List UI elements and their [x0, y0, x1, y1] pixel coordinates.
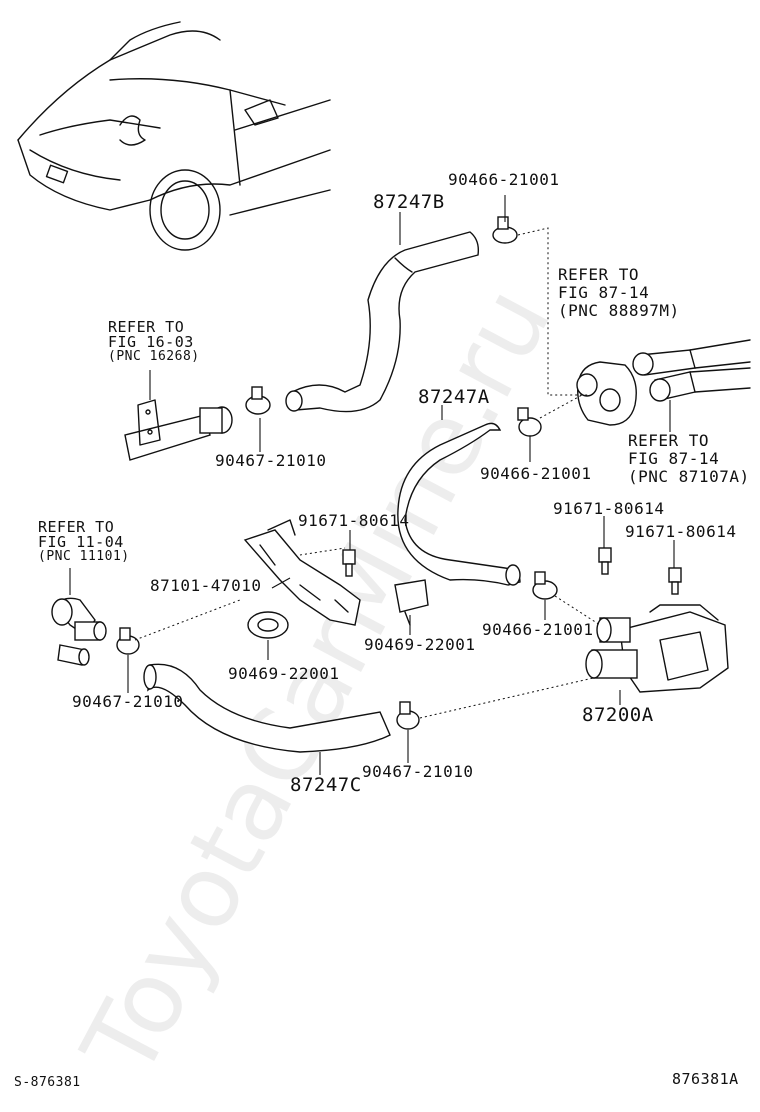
label-87101-47010: 87101-47010	[150, 576, 262, 595]
bolt-91671-right-b	[668, 567, 682, 595]
refer-line-2: FIG 87-14	[628, 449, 720, 468]
label-90466-21001-mid: 90466-21001	[480, 464, 592, 483]
leader-lines	[69, 195, 675, 775]
refer-fig-11-04: REFER TO FIG 11-04 (PNC 11101)	[38, 518, 130, 564]
label-90466-21001-top: 90466-21001	[448, 170, 560, 189]
label-90467-21010-bottom: 90467-21010	[362, 762, 474, 781]
hose-87247A	[397, 422, 521, 586]
footer-left-code: S-876381	[14, 1075, 81, 1090]
clamp-90466-mid	[517, 407, 542, 437]
footer-right-code: 876381A	[672, 1070, 739, 1088]
refer-line-1: REFER TO	[108, 318, 185, 336]
refer-line-1: REFER TO	[38, 518, 115, 536]
refer-line-2: FIG 11-04	[38, 533, 124, 551]
clip-90469-left	[247, 611, 289, 639]
clip-90469-right	[394, 579, 429, 626]
clamp-90467-bottom	[396, 701, 420, 730]
clamp-90466-low	[532, 571, 558, 600]
label-91671-80614-right-a: 91671-80614	[553, 499, 665, 518]
label-90466-21001-low: 90466-21001	[482, 620, 594, 639]
refer-line-1: REFER TO	[558, 265, 640, 284]
fitting-left	[51, 597, 107, 666]
pipe-engine-left	[124, 399, 233, 461]
clamp-90466-top	[492, 216, 518, 244]
label-87200A: 87200A	[582, 704, 654, 726]
refer-line-2: FIG 16-03	[108, 333, 194, 351]
refer-line-3: (PNC 11101)	[38, 549, 130, 564]
hose-87247B	[285, 231, 480, 413]
refer-line-3: (PNC 16268)	[108, 349, 200, 364]
label-90469-22001-left: 90469-22001	[228, 664, 340, 683]
hose-87247C	[143, 663, 391, 753]
refer-line-2: FIG 87-14	[558, 283, 650, 302]
bolt-91671-right-a	[598, 547, 612, 575]
refer-line-3: (PNC 87107A)	[628, 467, 750, 486]
refer-fig-87-14-m: REFER TO FIG 87-14 (PNC 88897M)	[558, 266, 680, 320]
car-illustration	[17, 21, 331, 251]
refer-line-3: (PNC 88897M)	[558, 301, 680, 320]
label-90469-22001-right: 90469-22001	[364, 635, 476, 654]
label-87247A: 87247A	[418, 386, 490, 408]
refer-fig-16-03: REFER TO FIG 16-03 (PNC 16268)	[108, 318, 200, 364]
label-91671-80614-left: 91671-80614	[298, 511, 410, 530]
label-87247B: 87247B	[373, 191, 445, 213]
refer-line-1: REFER TO	[628, 431, 710, 450]
valve-87200A	[585, 604, 729, 693]
connection-lines	[134, 227, 601, 719]
bolt-91671-left	[342, 549, 356, 577]
clamp-90467-upper	[245, 386, 271, 415]
label-90467-21010-upper: 90467-21010	[215, 451, 327, 470]
label-90467-21010-left: 90467-21010	[72, 692, 184, 711]
clamp-90467-left	[116, 627, 140, 655]
bracket-87101	[243, 519, 361, 626]
refer-fig-87-14-a: REFER TO FIG 87-14 (PNC 87107A)	[628, 432, 750, 486]
label-87247C: 87247C	[290, 774, 362, 796]
heater-core-fitting	[576, 339, 751, 426]
label-91671-80614-right-b: 91671-80614	[625, 522, 737, 541]
